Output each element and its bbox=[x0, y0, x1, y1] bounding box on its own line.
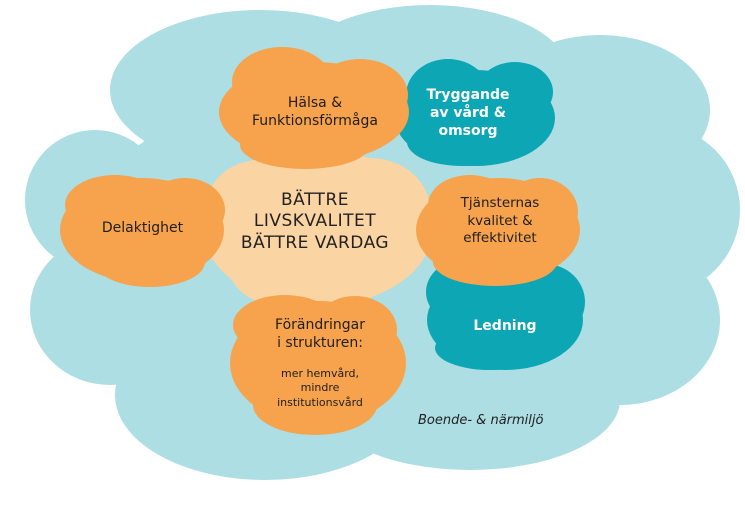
halsa-cloud bbox=[219, 47, 409, 169]
delaktighet-label: Delaktighet bbox=[80, 219, 205, 237]
forandringar-sublabel: mer hemvård, mindre institutionsvård bbox=[255, 367, 385, 410]
center-label: BÄTTRE LIVSKVALITET BÄTTRE VARDAG bbox=[225, 190, 405, 254]
tryggande-cloud bbox=[395, 59, 555, 166]
tjansternas-line-1: Tjänsternas bbox=[460, 195, 540, 211]
center-line-3: BÄTTRE VARDAG bbox=[240, 232, 390, 253]
ledning-label: Ledning bbox=[450, 317, 560, 335]
forandringar-sub-3: institutionsvård bbox=[277, 395, 363, 409]
tryggande-line-1: Tryggande bbox=[426, 87, 510, 103]
forandringar-label: Förändringar i strukturen: bbox=[245, 316, 395, 352]
tryggande-line-2: av vård & bbox=[429, 105, 507, 122]
delaktighet-cloud bbox=[60, 175, 225, 287]
ledning-text: Ledning bbox=[473, 318, 537, 334]
halsa-line-2: Funktionsförmåga bbox=[252, 113, 378, 130]
center-line-1: BÄTTRE bbox=[281, 190, 349, 210]
tjansternas-cloud bbox=[416, 175, 580, 286]
tryggande-line-3: omsorg bbox=[438, 123, 498, 140]
forandringar-line-1: Förändringar bbox=[275, 317, 365, 333]
halsa-label: Hälsa & Funktionsförmåga bbox=[230, 94, 400, 130]
tryggande-label: Tryggande av vård & omsorg bbox=[408, 86, 528, 141]
forandringar-line-2: i strukturen: bbox=[277, 335, 363, 352]
background-label: Boende- & närmiljö bbox=[418, 413, 618, 430]
tjansternas-line-3: effektivitet bbox=[463, 230, 537, 247]
forandringar-sub-2: mindre bbox=[300, 381, 340, 395]
tjansternas-line-2: kvalitet & bbox=[467, 212, 533, 229]
center-line-2: LIVSKVALITET bbox=[253, 211, 377, 232]
halsa-line-1: Hälsa & bbox=[287, 95, 343, 111]
forandringar-sub-1: mer hemvård, bbox=[280, 367, 359, 380]
delaktighet-text: Delaktighet bbox=[101, 220, 184, 236]
center-blob bbox=[203, 150, 433, 310]
tjansternas-label: Tjänsternas kvalitet & effektivitet bbox=[435, 195, 565, 248]
background-label-text: Boende- & närmiljö bbox=[418, 413, 544, 428]
forandringar-cloud bbox=[230, 295, 406, 435]
